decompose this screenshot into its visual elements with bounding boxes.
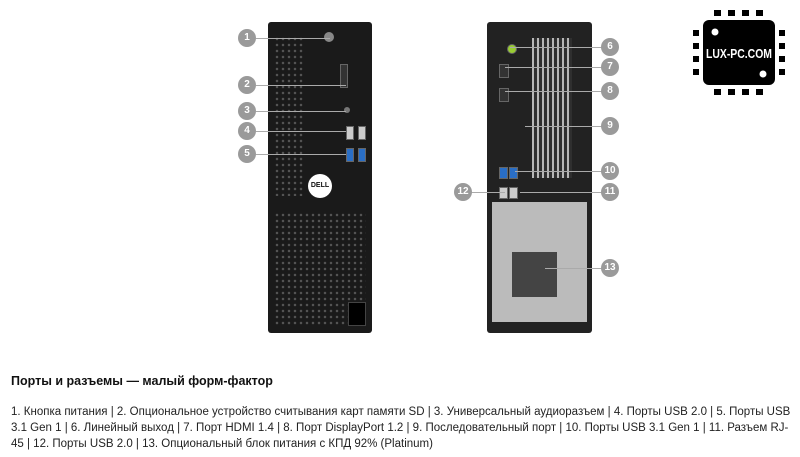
callout-13: 13 [601,259,619,277]
callout-4: 4 [238,122,256,140]
ports-description: 1. Кнопка питания | 2. Опциональное устр… [11,406,791,450]
dell-logo: DELL [308,174,332,198]
callout-7: 7 [601,58,619,76]
callout-12: 12 [454,183,472,201]
callout-11: 11 [601,183,619,201]
logo-text: LUX-PC.COM [706,46,772,61]
lux-pc-logo: LUX-PC.COM [693,10,785,95]
power-button-icon [324,32,334,42]
callout-9: 9 [601,117,619,135]
callout-2: 2 [238,76,256,94]
callout-1: 1 [238,29,256,47]
section-title: Порты и разъемы — малый форм-фактор [11,374,273,388]
back-tower-image [487,22,592,333]
callout-3: 3 [238,102,256,120]
callout-6: 6 [601,38,619,56]
front-tower-image: DELL [268,22,372,333]
callout-5: 5 [238,145,256,163]
callout-8: 8 [601,82,619,100]
callout-10: 10 [601,162,619,180]
